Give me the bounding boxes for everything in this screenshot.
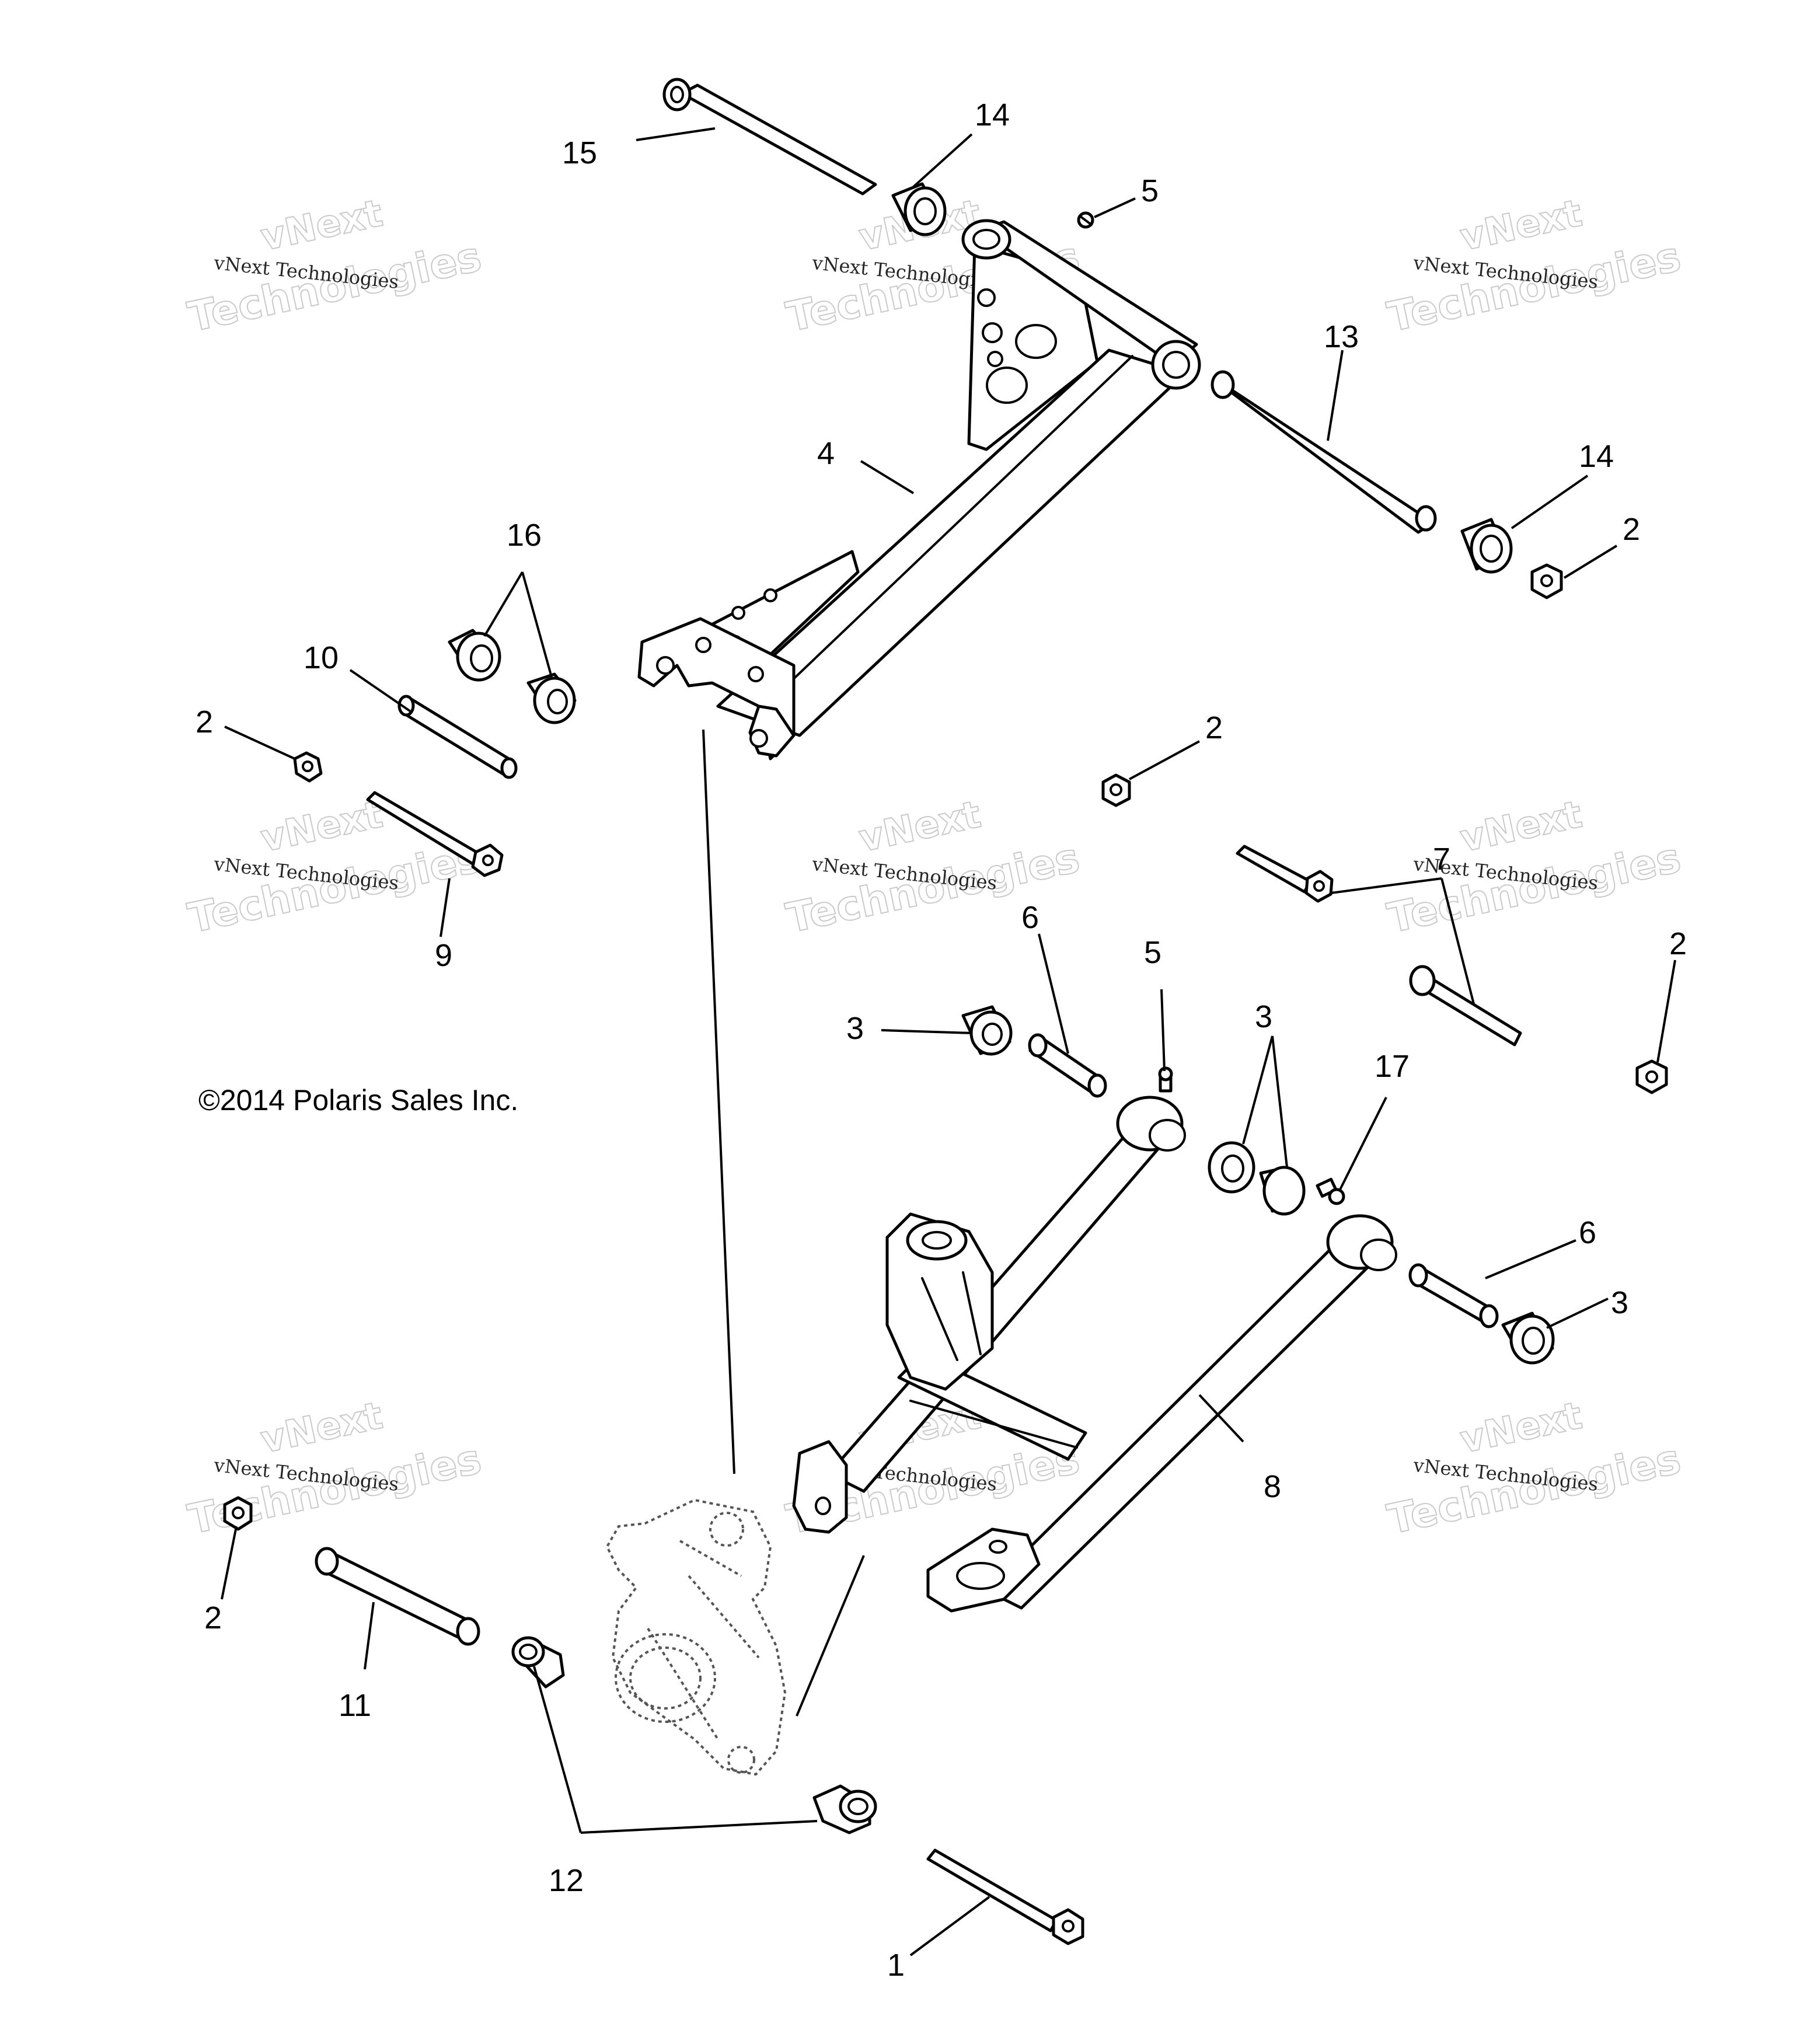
callout-6-lower: 6 <box>1579 1215 1596 1250</box>
callout-5-upper: 5 <box>1141 173 1159 208</box>
callout-9: 9 <box>435 938 452 973</box>
callout-2-right-top: 2 <box>1623 512 1640 547</box>
callout-16: 16 <box>507 518 542 553</box>
part-14-bushing-upper <box>891 182 947 236</box>
callout-13: 13 <box>1324 319 1359 354</box>
watermark-technologies-large: Technologies <box>1383 232 1684 341</box>
callout-4: 4 <box>817 436 835 471</box>
part-1-bolt <box>926 1848 1084 1945</box>
callout-12: 12 <box>549 1863 584 1898</box>
callout-labels: 15 14 5 13 14 2 4 16 10 2 9 2 7 6 5 3 3 … <box>196 97 1687 1983</box>
part-15-pivot-bolt <box>662 78 877 196</box>
callout-2-right-lower: 2 <box>1669 926 1687 961</box>
part-5-grease-fitting-lower <box>1158 1066 1173 1093</box>
part-12-bushing-upper <box>511 1636 565 1689</box>
callout-2-bottom-left: 2 <box>204 1600 222 1635</box>
part-13-sleeve <box>1211 370 1437 534</box>
callout-7: 7 <box>1433 842 1450 877</box>
watermark-technologies-large: Technologies <box>1383 833 1684 942</box>
part-3-bushing-right <box>1501 1311 1555 1365</box>
callout-14-upper: 14 <box>975 97 1010 132</box>
part-10-spacer-tube <box>397 695 518 779</box>
callout-10: 10 <box>304 640 339 675</box>
watermark-technologies-large: Technologies <box>184 1435 485 1543</box>
watermark-technologies-large: Technologies <box>184 232 485 341</box>
part-12-bushing-lower <box>812 1784 877 1834</box>
part-11-sleeve <box>315 1547 480 1646</box>
part-3-bushing-left <box>961 1005 1013 1056</box>
callout-5-lower: 5 <box>1144 935 1161 970</box>
callout-6-upper: 6 <box>1021 900 1039 935</box>
callout-3-middle: 3 <box>1255 999 1272 1034</box>
watermark-vnext-large: vNext <box>1456 793 1585 861</box>
callout-2-center: 2 <box>1205 710 1223 745</box>
part-14-bushing-right <box>1460 518 1513 574</box>
callout-15: 15 <box>562 135 597 170</box>
knuckle-phantom <box>605 1498 787 1776</box>
part-9-bolt <box>366 791 504 877</box>
callout-2-left-upper: 2 <box>196 704 213 740</box>
watermark-vnext-large: vNext <box>257 1394 386 1462</box>
leader-lines <box>221 127 1676 1956</box>
part-16-bushing-pair <box>448 629 577 724</box>
part-2-nut-right-lower <box>1635 1059 1668 1094</box>
watermark-vnext-large: vNext <box>257 192 386 260</box>
part-2-nut-bottom-left <box>223 1496 253 1531</box>
part-2-nut-right-top <box>1530 563 1563 599</box>
copyright-text: ©2014 Polaris Sales Inc. <box>198 1084 518 1117</box>
watermark-vnext-large: vNext <box>257 793 386 861</box>
part-6-sleeve-lower <box>1408 1263 1499 1328</box>
callout-11: 11 <box>339 1688 371 1723</box>
part-3-bushing-middle-pair <box>1208 1141 1306 1216</box>
watermark-vnext-large: vNext <box>1456 1394 1585 1462</box>
assembly-line-lower <box>796 1555 865 1717</box>
part-2-nut-center <box>1101 773 1131 807</box>
callout-1: 1 <box>887 1948 905 1983</box>
part-17-angled-grease-fitting <box>1316 1177 1345 1205</box>
watermark-vnext-large: vNext <box>1456 192 1585 260</box>
callout-3-left: 3 <box>846 1011 864 1046</box>
part-8-lower-control-arm <box>792 1096 1397 1613</box>
watermark-vnext-large: vNext <box>855 793 984 861</box>
watermark-technologies-large: Technologies <box>184 833 485 942</box>
watermark-technologies-large: Technologies <box>1383 1435 1684 1543</box>
part-6-sleeve-upper <box>1028 1033 1107 1098</box>
part-7-bolt-upper <box>1236 845 1334 903</box>
part-5-grease-fitting-upper <box>1077 211 1094 229</box>
assembly-line-upper <box>702 729 735 1474</box>
callout-14-right: 14 <box>1579 439 1614 474</box>
part-2-nut-left-upper <box>293 751 323 783</box>
callout-17: 17 <box>1375 1049 1410 1084</box>
part-7-bolt-lower <box>1409 965 1522 1047</box>
part-4-upper-control-arm <box>637 219 1201 761</box>
callout-3-right: 3 <box>1611 1285 1628 1320</box>
callout-8: 8 <box>1264 1469 1281 1504</box>
